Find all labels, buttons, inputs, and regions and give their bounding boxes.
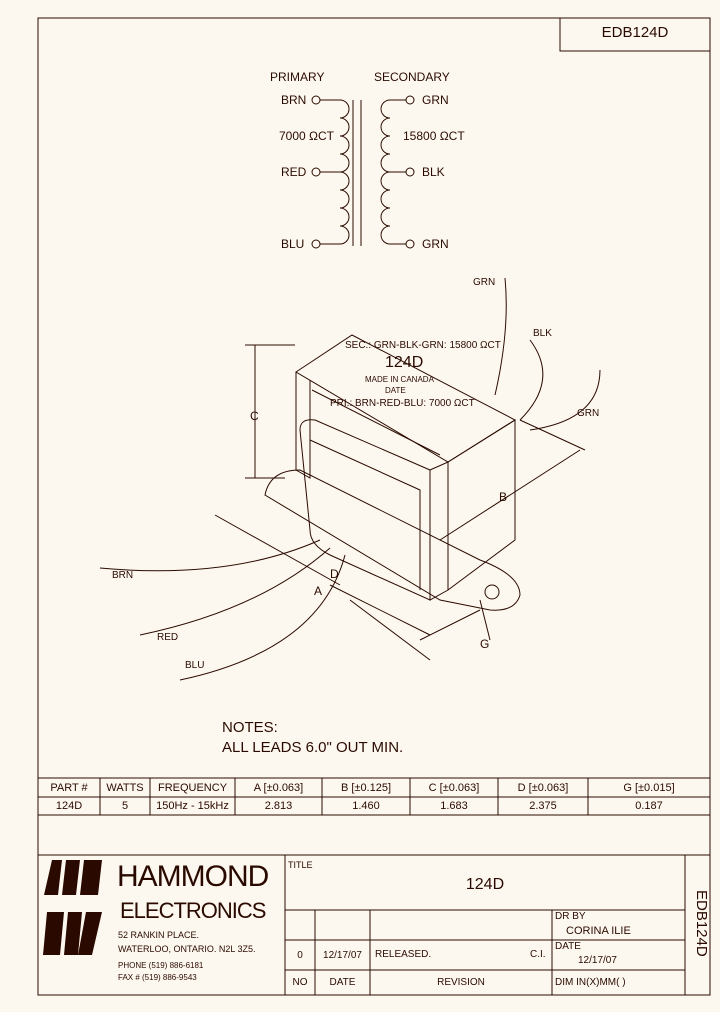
th-watts: WATTS: [106, 781, 144, 794]
rev-text: RELEASED.: [375, 949, 432, 960]
col-revision: REVISION: [437, 977, 485, 988]
address-line-1: 52 RANKIN PLACE.: [118, 930, 200, 940]
td-d: 2.375: [529, 800, 557, 812]
lead-grn-2: GRN: [422, 237, 449, 251]
dr-by-value: CORINA ILIE: [566, 925, 631, 937]
td-g: 0.187: [635, 800, 663, 812]
transformer-isometric: [99, 277, 601, 681]
title-value: 124D: [465, 876, 505, 893]
phone: PHONE (519) 886-6181: [118, 961, 204, 970]
label-pri: PRI.: BRN-RED-BLU: 7000 ΩCT: [330, 398, 475, 409]
td-a: 2.813: [264, 800, 293, 812]
label-date: DATE: [385, 386, 406, 395]
th-c: C [±0.063]: [428, 781, 480, 794]
schematic: [311, 95, 415, 249]
td-part: 124D: [55, 800, 83, 812]
dim-g: G: [480, 637, 490, 651]
iso-lead-red: RED: [157, 632, 179, 643]
lead-blu: BLU: [281, 237, 305, 251]
lead-blk: BLK: [422, 165, 445, 179]
dim-units: DIM IN(X)MM( ): [555, 977, 626, 988]
td-frequency: 150Hz - 15kHz: [156, 800, 229, 812]
secondary-label: SECONDARY: [374, 70, 450, 84]
lead-brn: BRN: [281, 93, 307, 107]
side-drawing-number: EDB124D: [693, 890, 710, 957]
td-b: 1.460: [352, 800, 380, 812]
label-made: MADE IN CANADA: [365, 375, 434, 384]
title-block-lines: [284, 855, 686, 995]
address-line-2: WATERLOO, ONTARIO. N2L 3Z5.: [118, 944, 256, 954]
label-sec: SEC.: GRN-BLK-GRN: 15800 ΩCT: [345, 340, 501, 351]
iso-lead-brn: BRN: [112, 570, 134, 581]
dim-c: C: [250, 409, 259, 423]
th-d: D [±0.063]: [517, 781, 569, 794]
lead-grn-1: GRN: [422, 93, 449, 107]
secondary-impedance: 15800 ΩCT: [403, 129, 465, 143]
drawing-number-box: [559, 17, 711, 52]
dr-by-label: DR BY: [555, 911, 586, 922]
drawing-number: EDB124D: [601, 24, 669, 41]
notes-text: ALL LEADS 6.0" OUT MIN.: [222, 739, 404, 756]
dim-b: B: [499, 490, 508, 504]
th-part: PART #: [50, 781, 88, 794]
label-part: 124D: [385, 354, 424, 371]
rev-no: 0: [297, 949, 303, 961]
td-watts: 5: [121, 800, 129, 812]
col-date: DATE: [329, 977, 356, 988]
rev-initials: C.I.: [530, 949, 546, 960]
th-b: B [±0.125]: [340, 781, 392, 794]
notes-heading: NOTES:: [222, 719, 278, 736]
primary-coil: [339, 99, 350, 245]
dim-a: A: [314, 584, 323, 598]
secondary-coil: [380, 99, 391, 245]
rev-date: 12/17/07: [323, 949, 362, 961]
iso-lead-grn-2: GRN: [577, 408, 600, 419]
dim-d: D: [330, 567, 339, 581]
drawing-border: [37, 17, 711, 996]
primary-impedance: 7000 ΩCT: [279, 129, 334, 143]
th-frequency: FREQUENCY: [157, 781, 228, 794]
date-value: 12/17/07: [578, 955, 617, 966]
fax: FAX # (519) 886-9543: [118, 973, 197, 982]
spec-table-lines: [38, 777, 710, 856]
iso-lead-grn-1: GRN: [473, 277, 496, 288]
company-name: HAMMOND: [117, 860, 269, 893]
date-label: DATE: [555, 941, 581, 952]
mounting-hole: [484, 584, 500, 600]
title-label: TITLE: [288, 860, 313, 870]
th-a: A [±0.063]: [253, 781, 304, 794]
hammond-logo: [43, 860, 102, 955]
iso-lead-blu: BLU: [185, 660, 205, 671]
td-c: 1.683: [440, 800, 468, 812]
company-sub: ELECTRONICS: [120, 898, 266, 923]
primary-label: PRIMARY: [270, 70, 325, 84]
th-g: G [±0.015]: [623, 781, 675, 794]
col-no: NO: [292, 977, 308, 988]
iso-lead-blk: BLK: [533, 328, 552, 339]
lead-red: RED: [281, 165, 307, 179]
